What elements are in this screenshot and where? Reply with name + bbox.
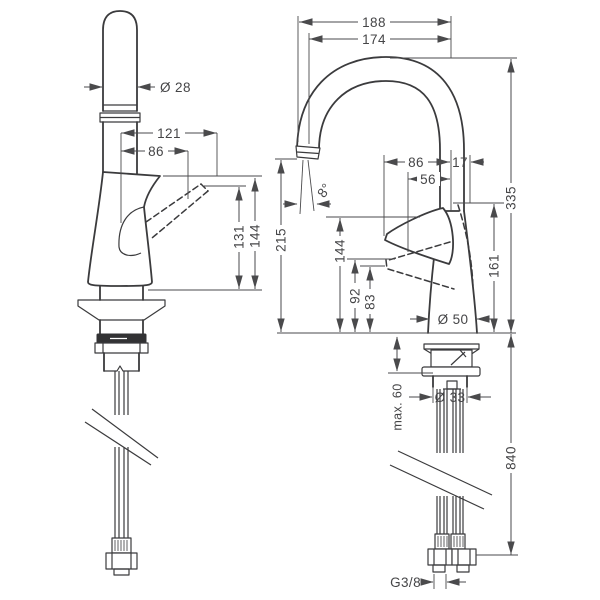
dim-front-lever-top-height-label: 144 xyxy=(333,239,348,263)
dim-front-max-deck-thickness-label: max. 60 xyxy=(391,383,405,430)
dim-front-total-height-label: 335 xyxy=(504,186,519,210)
dim-front-hose-length-label: 840 xyxy=(504,446,519,470)
front-view: 188 174 86 17 56 xyxy=(274,15,519,590)
front-view-dimensions: 188 174 86 17 56 xyxy=(274,15,519,590)
dim-front-connection-thread-label: G3/8 xyxy=(390,575,421,590)
side-view-dimensions: Ø 28 121 86 131 144 xyxy=(84,80,263,291)
side-view-supply-hose xyxy=(84,371,159,576)
front-view-lever xyxy=(384,207,454,265)
dim-front-shank-diameter-label: Ø 33 xyxy=(435,390,466,405)
dim-front-base-diameter-label: Ø 50 xyxy=(438,312,469,327)
dim-front-center-lever-mid-label: 56 xyxy=(420,172,436,187)
break-lines-icon xyxy=(389,450,493,510)
dim-front-spray-angle-label: 8° xyxy=(314,180,334,200)
dim-side-body-top-height-label: 144 xyxy=(248,224,263,248)
front-view-faucet-outline xyxy=(277,56,516,573)
dim-front-reach-outlet-label: 174 xyxy=(362,32,386,47)
side-view-faucet-outline xyxy=(77,10,209,576)
front-view-supply-hoses xyxy=(389,389,493,573)
side-view-mounting-hardware xyxy=(77,285,166,372)
side-view-handle-raised xyxy=(145,183,209,239)
side-view: Ø 28 121 86 131 144 xyxy=(77,10,263,576)
dim-front-center-lever-tip-label: 86 xyxy=(408,155,424,170)
front-view-lever-raised xyxy=(385,204,474,290)
dim-front-handle-raised-height-label: 161 xyxy=(487,254,502,278)
dim-side-handle-tip-height-label: 131 xyxy=(232,225,247,249)
front-view-mounting-hardware xyxy=(421,343,481,390)
dim-side-reach-inner-label: 86 xyxy=(148,144,164,159)
dim-front-center-handle-end-label: 17 xyxy=(452,155,468,170)
dim-front-outlet-height-label: 215 xyxy=(274,228,289,252)
dim-front-reach-outer-label: 188 xyxy=(362,15,386,30)
dim-front-lever-low-height-label: 83 xyxy=(363,294,378,310)
dim-side-spout-diameter-label: Ø 28 xyxy=(160,80,191,95)
dim-side-reach-outer-label: 121 xyxy=(157,126,181,141)
break-lines-icon xyxy=(84,408,159,466)
spray-angle-annotation: 8° xyxy=(283,159,334,215)
dim-front-lever-mid-height-label: 92 xyxy=(348,288,363,304)
